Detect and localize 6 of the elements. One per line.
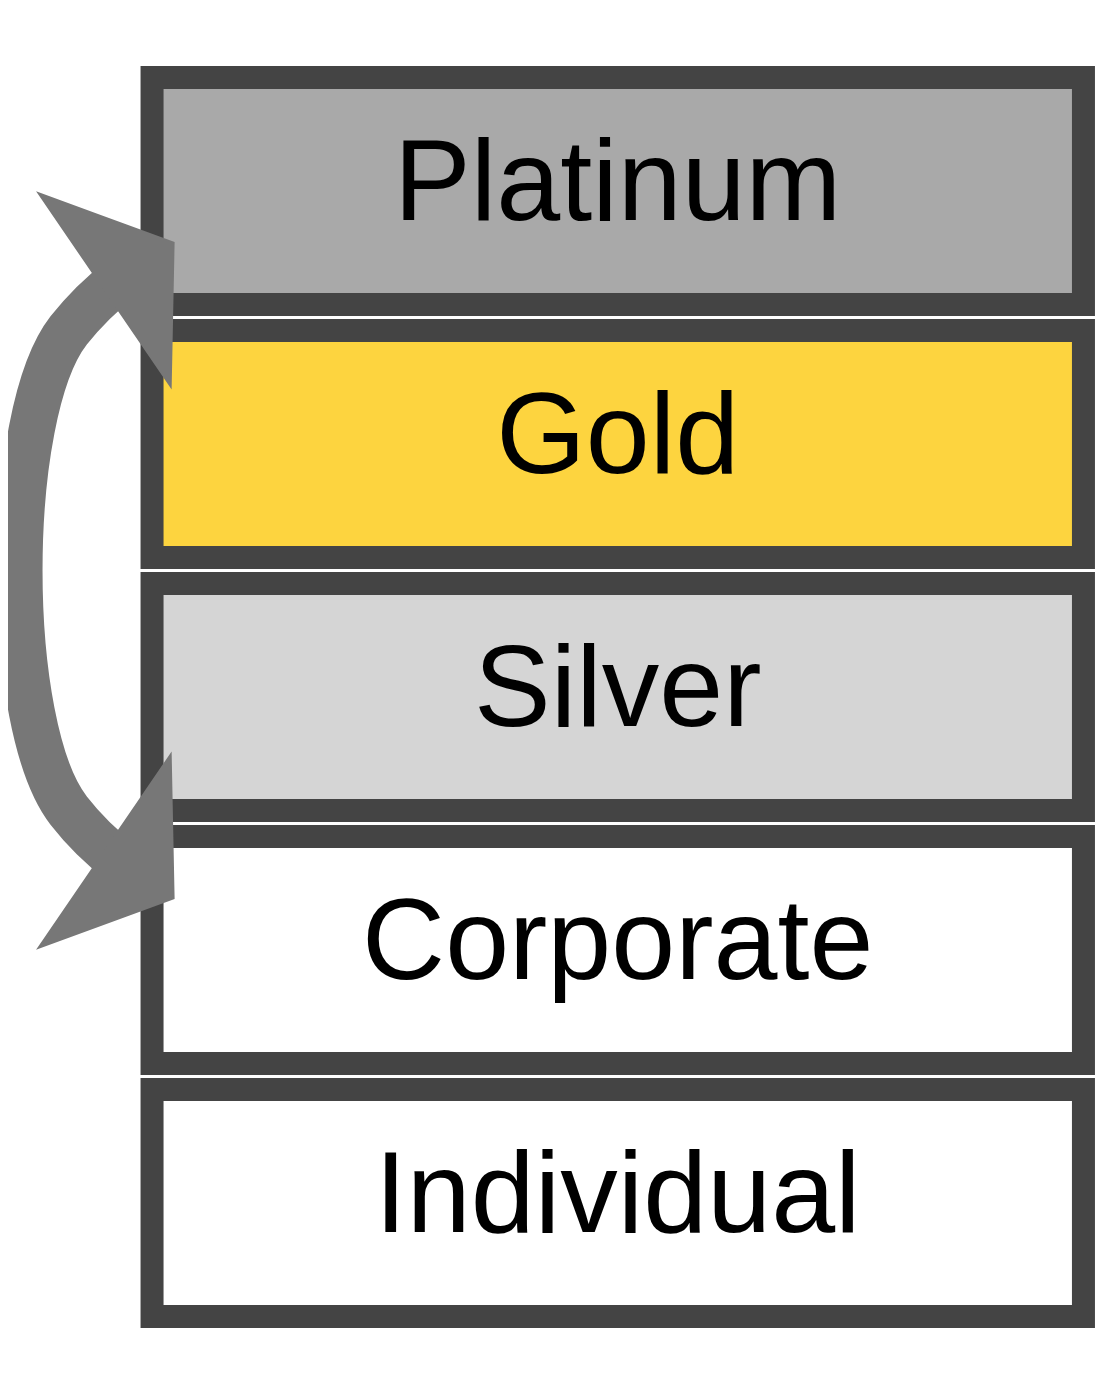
node-box: Individual <box>140 1077 1095 1328</box>
node-box: Gold <box>140 318 1095 569</box>
arrow <box>8 190 175 950</box>
node-box: Silver <box>140 571 1095 822</box>
node-box: Platinum <box>140 65 1095 316</box>
node-box: Corporate <box>140 824 1095 1075</box>
